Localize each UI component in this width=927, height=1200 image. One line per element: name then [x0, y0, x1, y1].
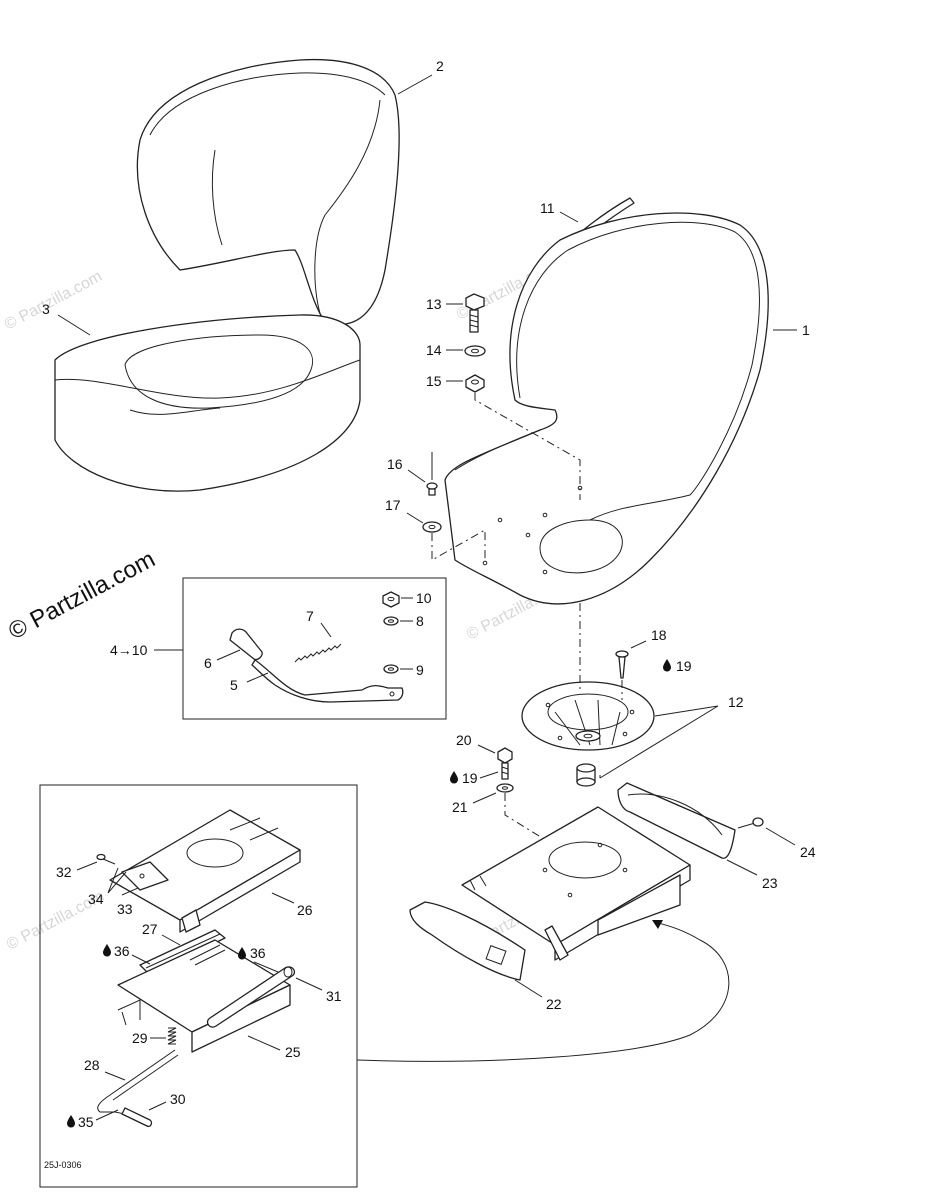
callout-13: 13 [426, 296, 442, 312]
callout-14: 14 [426, 342, 442, 358]
slider-detail-box [39, 784, 358, 1188]
washer-part [464, 345, 486, 357]
callout-21: 21 [452, 799, 468, 815]
pin-part [737, 817, 764, 829]
callout-23: 23 [762, 875, 778, 891]
lever-kit-box [182, 577, 447, 720]
callout-2: 2 [436, 58, 444, 74]
callout-31: 31 [326, 988, 342, 1004]
release-rod-part [97, 1049, 176, 1119]
callout-24: 24 [800, 844, 816, 860]
callout-33: 33 [117, 901, 133, 917]
slide-rail-part [617, 782, 736, 859]
callout-8: 8 [416, 613, 424, 629]
callout-30: 30 [170, 1091, 186, 1107]
callout-17: 17 [385, 497, 401, 513]
callout-7: 7 [306, 608, 314, 624]
callout-29: 29 [132, 1030, 148, 1046]
callout-34: 34 [88, 891, 104, 907]
washer-part [383, 664, 399, 674]
bolt-part [465, 293, 485, 333]
slider-carriage-part [117, 939, 291, 1053]
swivel-plate-part [521, 681, 655, 787]
callout-5: 5 [230, 677, 238, 693]
oil-drop-icon [450, 771, 458, 784]
callout-3: 3 [42, 301, 50, 317]
callout-28: 28 [84, 1057, 100, 1073]
group-label-4-10: 4→10 [110, 642, 148, 658]
handle-grip-part [121, 1107, 153, 1128]
watermark-text: © Partzilla.com [2, 268, 105, 334]
washer-part [496, 783, 514, 793]
latch-bracket-part [121, 861, 169, 891]
seat-cushion-part [54, 314, 361, 492]
slider-base-plate-part [461, 806, 691, 961]
seat-back-cover-part [136, 58, 400, 326]
callout-19: 19 [462, 770, 478, 786]
oil-drop-icon [67, 1115, 75, 1128]
diagram-code: 25J-0306 [44, 1160, 82, 1170]
lever-grip-part [229, 628, 263, 661]
seat-shell-part [444, 212, 769, 605]
callout-36: 36 [250, 945, 266, 961]
washer-part [422, 521, 442, 533]
callout-11: 11 [540, 200, 555, 216]
detail-link-arrow [356, 921, 730, 1062]
callout-20: 20 [456, 732, 472, 748]
watermark-logo: © Partzilla.com [4, 546, 159, 646]
oil-drop-icon [238, 947, 246, 960]
callout-32: 32 [56, 864, 72, 880]
callout-22: 22 [546, 996, 562, 1012]
spring-part [294, 643, 342, 663]
slide-rail-part [409, 901, 526, 981]
oil-drop-icon [663, 659, 671, 672]
callout-15: 15 [426, 373, 442, 389]
washer-part [383, 616, 399, 626]
callout-35: 35 [78, 1114, 94, 1130]
callout-6: 6 [204, 655, 212, 671]
bolt-part [497, 747, 513, 780]
callout-36: 36 [114, 943, 130, 959]
callout-18: 18 [651, 627, 667, 643]
spring-part [167, 1027, 177, 1045]
callout-10: 10 [416, 590, 432, 606]
screw-part [96, 853, 116, 865]
base-plate-part [109, 809, 301, 933]
callout-12: 12 [728, 694, 744, 710]
callout-26: 26 [297, 902, 313, 918]
oil-drop-icon [103, 944, 111, 957]
release-rod-part [112, 1054, 179, 1101]
callout-25: 25 [285, 1044, 301, 1060]
lock-nut-part [382, 591, 400, 608]
screw-part [615, 650, 629, 679]
callout-1: 1 [802, 322, 810, 338]
callout-16: 16 [387, 456, 403, 472]
callout-9: 9 [416, 662, 424, 678]
release-lever-part [251, 659, 404, 703]
callout-19: 19 [676, 658, 692, 674]
callout-27: 27 [142, 921, 158, 937]
rivet-part [426, 452, 438, 496]
